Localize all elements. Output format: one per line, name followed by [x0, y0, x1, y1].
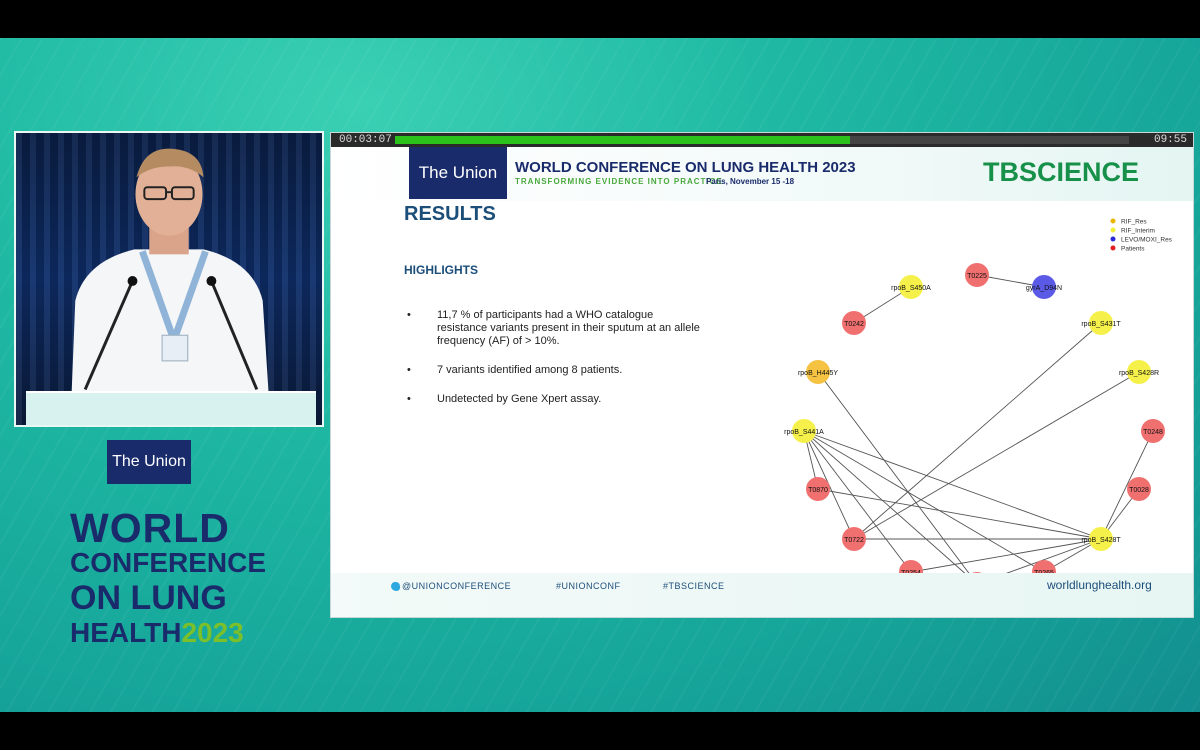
network-node-label: T0028: [1129, 487, 1149, 494]
network-edge: [817, 488, 1102, 540]
slide-conference-tagline: TRANSFORMING EVIDENCE INTO PRACTICE: [515, 177, 723, 186]
network-node: [806, 360, 830, 384]
slide-conference-title: WORLD CONFERENCE ON LUNG HEALTH 2023: [515, 159, 856, 176]
network-node-label: rpoB_S428R: [1119, 370, 1159, 377]
elapsed-time: 00:03:07: [339, 134, 392, 146]
network-node: [842, 527, 866, 551]
podium: [26, 391, 316, 425]
speaker-figure: [70, 148, 271, 425]
network-node: [1127, 477, 1151, 501]
network-node-label: rpoB_S450A: [891, 285, 931, 292]
legend-marker: [1110, 236, 1116, 242]
presentation-slide: 00:03:07 09:55 The Union WORLD CONFERENC…: [330, 132, 1194, 618]
network-node-label: T0722: [844, 537, 864, 544]
network-node-label: T0242: [844, 321, 864, 328]
conference-brand-title: WORLD CONFERENCE ON LUNG HEALTH2023: [70, 505, 267, 650]
progress-fill: [395, 136, 851, 144]
twitter-icon: [391, 582, 400, 592]
slide-conf-name: WORLD CONFERENCE ON LUNG HEALTH: [515, 159, 819, 176]
slide-union-logo: The Union: [409, 147, 507, 199]
legend-label: RIF_Res: [1121, 219, 1147, 226]
network-node-label: rpoB_H445Y: [798, 370, 838, 377]
network-node: [792, 419, 816, 443]
legend-label: LEVO/MOXI_Res: [1121, 237, 1173, 244]
network-node-label: T0248: [1143, 429, 1163, 436]
network-node-label: rpoB_S428T: [1081, 537, 1121, 544]
footer-hashtag-tbscience: #TBSCIENCE: [663, 581, 725, 591]
legend-marker: [1110, 218, 1116, 224]
slide-conference-place: Paris, November 15 -18: [706, 177, 795, 186]
network-node: [1032, 275, 1056, 299]
network-edge: [1100, 430, 1154, 540]
highlights-heading: HIGHLIGHTS: [404, 263, 478, 277]
network-node-label: T0870: [808, 487, 828, 494]
legend-label: RIF_Interim: [1121, 228, 1155, 235]
network-node-label: rpoB_S431T: [1081, 321, 1121, 328]
brand-line-1: WORLD: [70, 505, 230, 551]
speaker-video: [14, 131, 324, 427]
slide-footer: [331, 573, 1193, 617]
brand-line-2: CONFERENCE: [70, 547, 267, 578]
footer-website: worldlunghealth.org: [1047, 578, 1152, 592]
legend-marker: [1110, 227, 1116, 233]
highlight-item: 11,7 % of participants had a WHO catalog…: [403, 309, 703, 348]
network-node: [1141, 419, 1165, 443]
network-edge: [803, 430, 978, 585]
brand-health: HEALTH: [70, 617, 182, 648]
network-node: [1089, 311, 1113, 335]
network-node: [1089, 527, 1113, 551]
highlight-item: Undetected by Gene Xpert assay.: [403, 393, 703, 406]
network-edge: [803, 430, 1045, 573]
network-node: [842, 311, 866, 335]
legend-label: Patients: [1121, 246, 1145, 253]
network-edge: [803, 430, 912, 573]
legend-marker: [1110, 245, 1116, 251]
presentation-timer-bar: 00:03:07 09:55: [331, 133, 1193, 147]
network-node-label: gyrA_D94N: [1026, 285, 1062, 292]
network-edge: [853, 371, 1140, 540]
network-node-label: T0225: [967, 273, 987, 280]
network-node: [1127, 360, 1151, 384]
network-edge: [817, 371, 978, 585]
footer-twitter-handle: @UNIONCONFERENCE: [402, 581, 512, 591]
network-edge: [853, 322, 1102, 540]
variant-network-graph: rpoB_S450A T0225 gyrA_D94N T0242 rpoB_S431Tr…: [784, 218, 1173, 596]
union-logo: The Union: [107, 440, 191, 484]
remaining-time: 09:55: [1153, 134, 1187, 146]
network-node-label: rpoB_S441A: [784, 429, 824, 436]
network-node: [965, 263, 989, 287]
conference-stage: The Union WORLD CONFERENCE ON LUNG HEALT…: [0, 38, 1200, 712]
brand-line-3: ON LUNG: [70, 579, 227, 617]
network-edge: [910, 538, 1102, 573]
brand-line-4: HEALTH2023: [70, 616, 266, 650]
network-node: [899, 275, 923, 299]
footer-hashtag-unionconf: #UNIONCONF: [556, 581, 621, 591]
progress-track[interactable]: [395, 136, 1129, 144]
footer-twitter: @UNIONCONFERENCE: [391, 581, 512, 592]
network-edge: [803, 430, 1102, 540]
slide-conf-year: 2023: [822, 159, 856, 176]
highlights-list: 11,7 % of participants had a WHO catalog…: [403, 309, 703, 422]
highlight-item: 7 variants identified among 8 patients.: [403, 364, 703, 377]
results-heading: RESULTS: [404, 203, 496, 225]
network-node: [806, 477, 830, 501]
tb-science-logo: TBSCIENCE: [983, 157, 1140, 187]
brand-year: 2023: [181, 617, 244, 648]
